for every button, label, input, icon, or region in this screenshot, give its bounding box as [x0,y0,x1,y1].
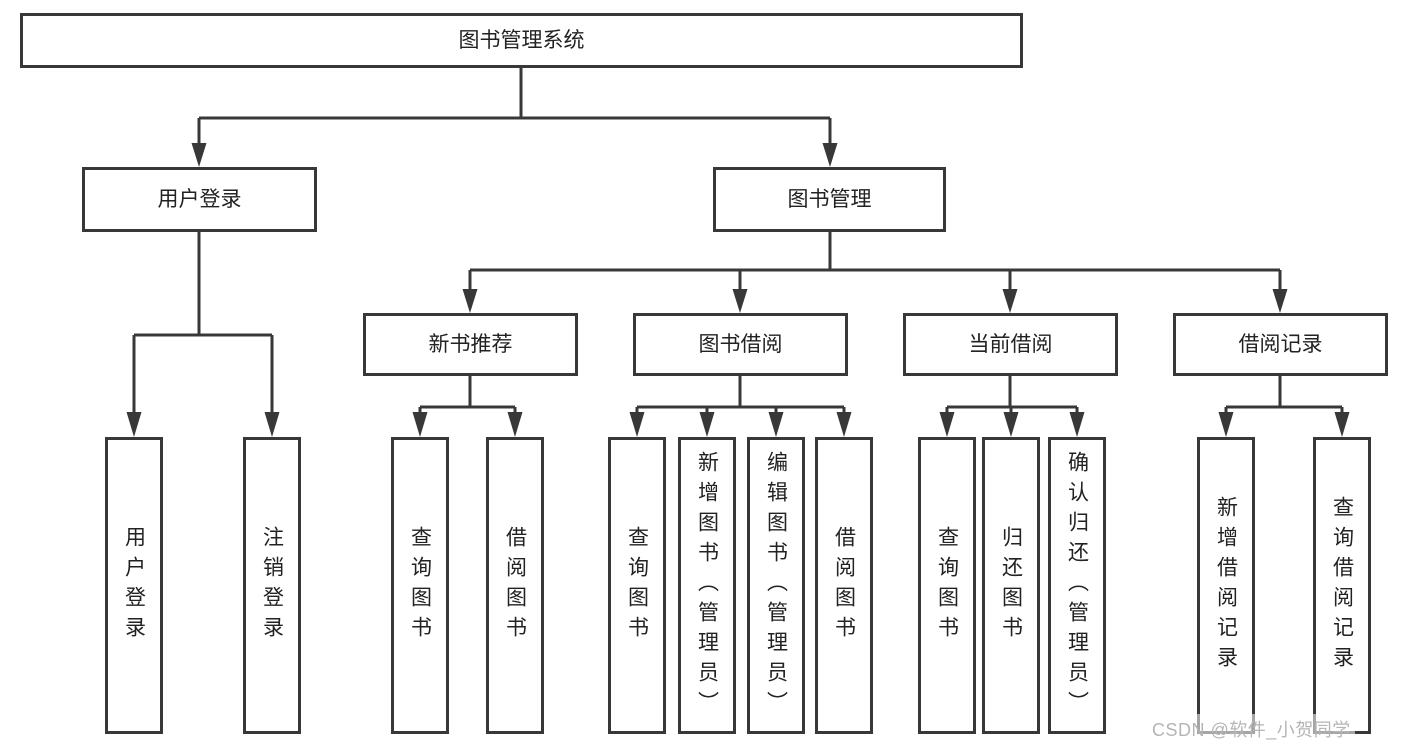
arrowhead [462,289,478,313]
arrowhead [822,143,838,167]
leaf-add-book-admin-label: 新增图书（管理员） [695,450,719,721]
node-new-book-recommend: 新书推荐 [363,313,578,376]
edge-book-borrow-to-leaves [635,376,846,414]
edge-user-login-to-leaves [132,232,274,414]
arrowhead [191,143,207,167]
arrowhead [1002,289,1018,313]
node-user-login-label: 用户登录 [157,187,242,211]
node-user-login: 用户登录 [82,167,317,232]
edge-borrow-records-to-leaves [1224,376,1344,414]
arrowhead [1069,412,1085,437]
edge-root-to-level2 [197,68,832,146]
node-current-borrow-label: 当前借阅 [968,332,1053,356]
leaf-borrow-books-recommend-label: 借阅图书 [503,525,527,646]
leaf-add-borrow-record-label: 新增借阅记录 [1214,495,1238,676]
node-borrow-records: 借阅记录 [1173,313,1388,376]
arrowhead [412,412,428,437]
leaf-borrow-books: 借阅图书 [815,437,873,734]
leaf-query-books-current: 查询图书 [918,437,976,734]
leaf-query-books-recommend-label: 查询图书 [408,525,432,646]
node-current-borrow: 当前借阅 [903,313,1118,376]
leaf-query-books-recommend: 查询图书 [391,437,449,734]
arrowhead [768,412,784,437]
node-new-book-recommend-label: 新书推荐 [428,332,513,356]
edge-new-book-to-leaves [418,376,517,414]
leaf-query-books-borrow: 查询图书 [608,437,666,734]
node-borrow-records-label: 借阅记录 [1238,332,1323,356]
leaf-query-borrow-record: 查询借阅记录 [1313,437,1371,734]
arrowhead [629,412,645,437]
node-book-management-label: 图书管理 [787,187,872,211]
leaf-query-books-borrow-label: 查询图书 [625,525,649,646]
arrowhead [126,412,142,437]
arrowhead [1272,289,1288,313]
watermark: CSDN @软件_小贺同学 [1148,714,1355,744]
leaf-user-login: 用户登录 [105,437,163,734]
node-book-borrow: 图书借阅 [633,313,848,376]
edge-book-management-to-level3 [468,232,1282,290]
arrowhead [939,412,955,437]
leaf-edit-book-admin-label: 编辑图书（管理员） [764,450,788,721]
leaf-edit-book-admin: 编辑图书（管理员） [747,437,805,734]
arrowhead [507,412,523,437]
leaf-logout-label: 注销登录 [260,525,284,646]
leaf-add-borrow-record: 新增借阅记录 [1197,437,1255,734]
node-book-borrow-label: 图书借阅 [698,332,783,356]
leaf-return-books: 归还图书 [982,437,1040,734]
arrowhead [1003,412,1019,437]
arrowhead [699,412,715,437]
leaf-user-login-label: 用户登录 [122,525,146,646]
node-root: 图书管理系统 [20,13,1023,68]
edge-current-borrow-to-leaves [945,376,1079,414]
leaf-return-books-label: 归还图书 [999,525,1023,646]
leaf-confirm-return-admin-label: 确认归还（管理员） [1065,450,1089,721]
node-root-label: 图书管理系统 [458,28,585,52]
arrowhead [264,412,280,437]
leaf-query-books-current-label: 查询图书 [935,525,959,646]
arrowhead [1218,412,1234,437]
leaf-borrow-books-label: 借阅图书 [832,525,856,646]
leaf-confirm-return-admin: 确认归还（管理员） [1048,437,1106,734]
leaf-add-book-admin: 新增图书（管理员） [678,437,736,734]
leaf-logout: 注销登录 [243,437,301,734]
node-book-management: 图书管理 [713,167,946,232]
leaf-query-borrow-record-label: 查询借阅记录 [1330,495,1354,676]
arrowhead [1334,412,1350,437]
arrowhead [732,289,748,313]
leaf-borrow-books-recommend: 借阅图书 [486,437,544,734]
arrowhead [836,412,852,437]
